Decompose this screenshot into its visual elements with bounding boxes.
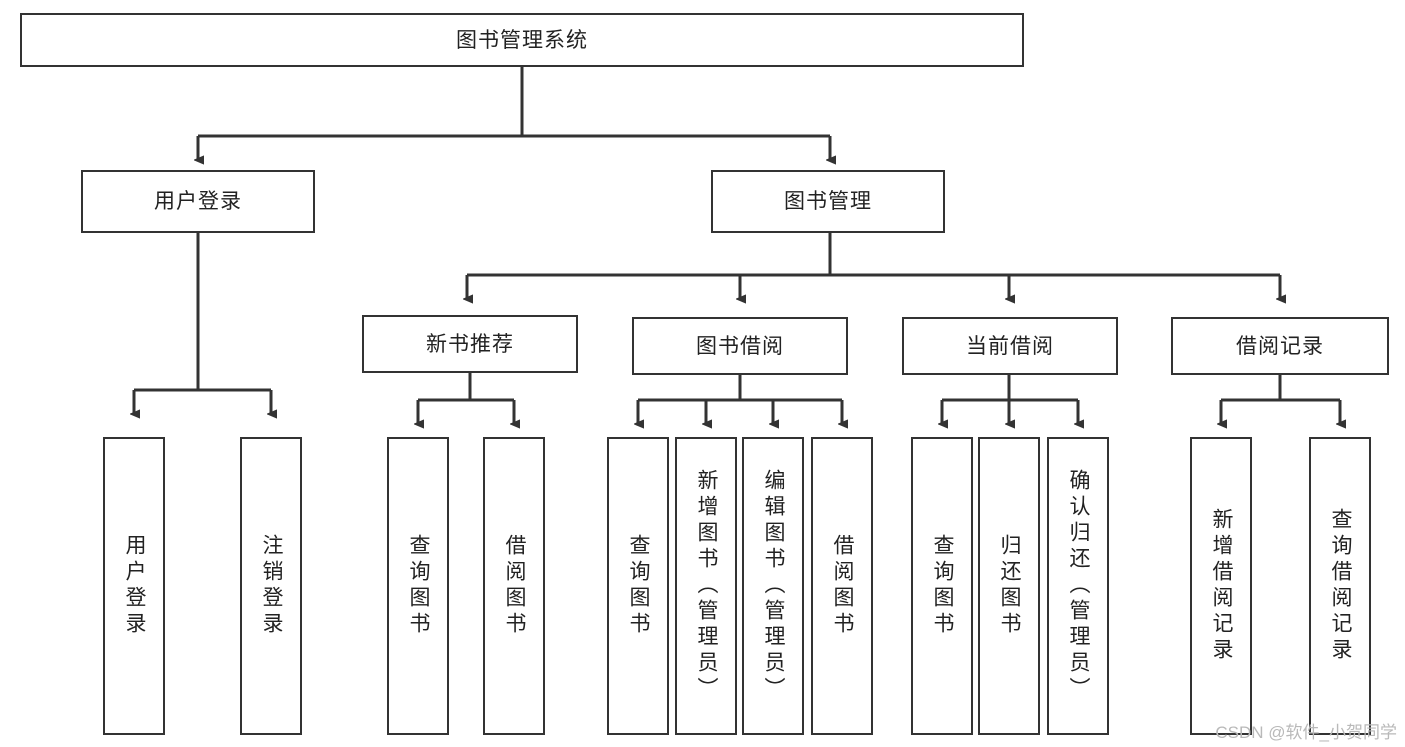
- leaf-query-book-3[interactable]: 查询图书: [911, 437, 973, 735]
- node-book-management[interactable]: 图书管理: [711, 170, 945, 233]
- node-label: 查询图书: [931, 534, 955, 638]
- node-root-book-management-system[interactable]: 图书管理系统: [20, 13, 1024, 67]
- node-label: 用户登录: [123, 534, 147, 638]
- node-label: 确认归还（管理员）: [1067, 469, 1091, 703]
- node-label: 图书借阅: [696, 334, 784, 358]
- node-label: 图书管理系统: [456, 28, 588, 52]
- leaf-user-logout[interactable]: 注销登录: [240, 437, 302, 735]
- node-label: 图书管理: [784, 190, 872, 213]
- node-label: 新增图书（管理员）: [695, 469, 719, 703]
- leaf-edit-book[interactable]: 编辑图书（管理员）: [742, 437, 804, 735]
- node-label: 编辑图书（管理员）: [762, 469, 786, 703]
- leaf-query-record[interactable]: 查询借阅记录: [1309, 437, 1371, 735]
- node-book-borrow[interactable]: 图书借阅: [632, 317, 848, 375]
- leaf-add-record[interactable]: 新增借阅记录: [1190, 437, 1252, 735]
- node-label: 新书推荐: [426, 332, 514, 356]
- leaf-borrow-book-1[interactable]: 借阅图书: [483, 437, 545, 735]
- node-new-book-recommend[interactable]: 新书推荐: [362, 315, 578, 373]
- leaf-return-book[interactable]: 归还图书: [978, 437, 1040, 735]
- node-label: 查询图书: [407, 534, 431, 638]
- node-label: 查询借阅记录: [1329, 508, 1353, 664]
- node-label: 新增借阅记录: [1210, 508, 1234, 664]
- node-borrow-record[interactable]: 借阅记录: [1171, 317, 1389, 375]
- node-label: 当前借阅: [966, 334, 1054, 358]
- node-label: 查询图书: [627, 534, 651, 638]
- node-label: 注销登录: [260, 534, 284, 638]
- node-user-login[interactable]: 用户登录: [81, 170, 315, 233]
- leaf-borrow-book-2[interactable]: 借阅图书: [811, 437, 873, 735]
- leaf-confirm-return[interactable]: 确认归还（管理员）: [1047, 437, 1109, 735]
- leaf-user-login[interactable]: 用户登录: [103, 437, 165, 735]
- node-current-borrow[interactable]: 当前借阅: [902, 317, 1118, 375]
- leaf-add-book[interactable]: 新增图书（管理员）: [675, 437, 737, 735]
- node-label: 归还图书: [998, 534, 1022, 638]
- leaf-query-book-1[interactable]: 查询图书: [387, 437, 449, 735]
- leaf-query-book-2[interactable]: 查询图书: [607, 437, 669, 735]
- node-label: 借阅图书: [831, 534, 855, 638]
- node-label: 借阅记录: [1236, 334, 1324, 358]
- node-label: 借阅图书: [503, 534, 527, 638]
- node-label: 用户登录: [154, 190, 242, 213]
